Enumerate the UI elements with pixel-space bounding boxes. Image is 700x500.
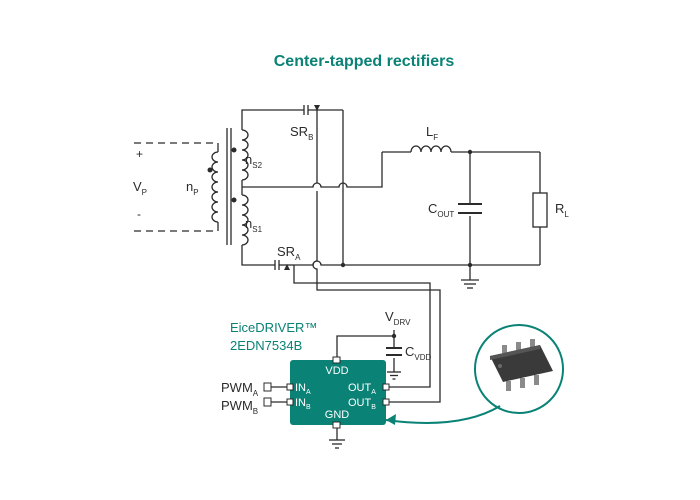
cvdd-ground-icon	[387, 371, 401, 380]
rl-label: RL	[555, 201, 569, 219]
chip-vdd-label: VDD	[325, 365, 348, 377]
driver-chip	[290, 360, 386, 425]
pin-inb	[286, 398, 294, 406]
chip-ina-label: INA	[295, 382, 311, 396]
vdrv-label: VDRV	[385, 309, 411, 327]
primary-minus-label: -	[137, 207, 141, 221]
center-tap-wire	[242, 152, 383, 188]
sra-label: SRA	[277, 244, 301, 262]
chip-inb-label: INB	[295, 397, 311, 411]
sra-body-diode-arrow	[284, 264, 290, 270]
vp-label: VP	[133, 179, 147, 197]
callout-arrow-line	[385, 405, 501, 424]
pwmb-terminal[interactable]	[263, 397, 272, 407]
primary-plus-label: +	[136, 147, 143, 161]
ns1-polarity-dot	[231, 197, 237, 203]
srb-label: SRB	[290, 124, 313, 142]
pwma-label: PWMA	[221, 380, 259, 398]
junction-lf-cout	[467, 149, 473, 155]
driver-brand-label: EiceDRIVER™	[230, 320, 317, 335]
driver-part-label: 2EDN7534B	[230, 338, 302, 353]
output-ground-icon	[461, 279, 479, 289]
diagram-title: Center-tapped rectifiers	[274, 53, 455, 70]
pin-outa	[382, 383, 390, 391]
ns1-label: nS1	[245, 216, 263, 234]
chip-gnd-label: GND	[325, 409, 350, 421]
sot23-6-package-icon	[490, 339, 553, 391]
primary-winding	[211, 151, 219, 223]
pin-ina	[286, 383, 294, 391]
junction-rail-drain	[340, 262, 346, 268]
secondary-winding-bottom	[241, 194, 249, 246]
ns2-label: nS2	[245, 152, 263, 170]
pwma-terminal[interactable]	[263, 382, 272, 392]
secondary-bottom-wire	[241, 245, 275, 266]
output-inductor	[410, 145, 452, 153]
ns2-polarity-dot	[231, 147, 237, 153]
cvdd-label: CVDD	[405, 344, 432, 362]
pin-vdd	[332, 356, 341, 364]
sra-gate-wire	[293, 280, 431, 388]
callout-arrowhead-icon	[386, 414, 396, 425]
primary-polarity-dot	[207, 167, 213, 173]
pwmb-label: PWMB	[221, 398, 258, 416]
np-label: nP	[186, 179, 199, 197]
junction-ground	[467, 262, 473, 268]
secondary-top-wire	[241, 109, 304, 130]
load-resistor	[532, 192, 548, 228]
pin-outb	[382, 398, 390, 406]
chip-outa-label: OUTA	[348, 382, 376, 396]
vdd-supply-wire	[336, 335, 394, 360]
secondary-winding-top	[241, 129, 249, 181]
junction-vdrv	[391, 333, 397, 339]
chip-outb-label: OUTB	[348, 397, 376, 411]
driver-ground-icon	[329, 439, 345, 449]
srb-body-diode-arrow	[314, 105, 320, 111]
pin-gnd	[332, 421, 341, 429]
lf-label: LF	[426, 124, 438, 142]
bottom-return-rail	[294, 260, 540, 266]
cout-label: COUT	[428, 201, 454, 219]
